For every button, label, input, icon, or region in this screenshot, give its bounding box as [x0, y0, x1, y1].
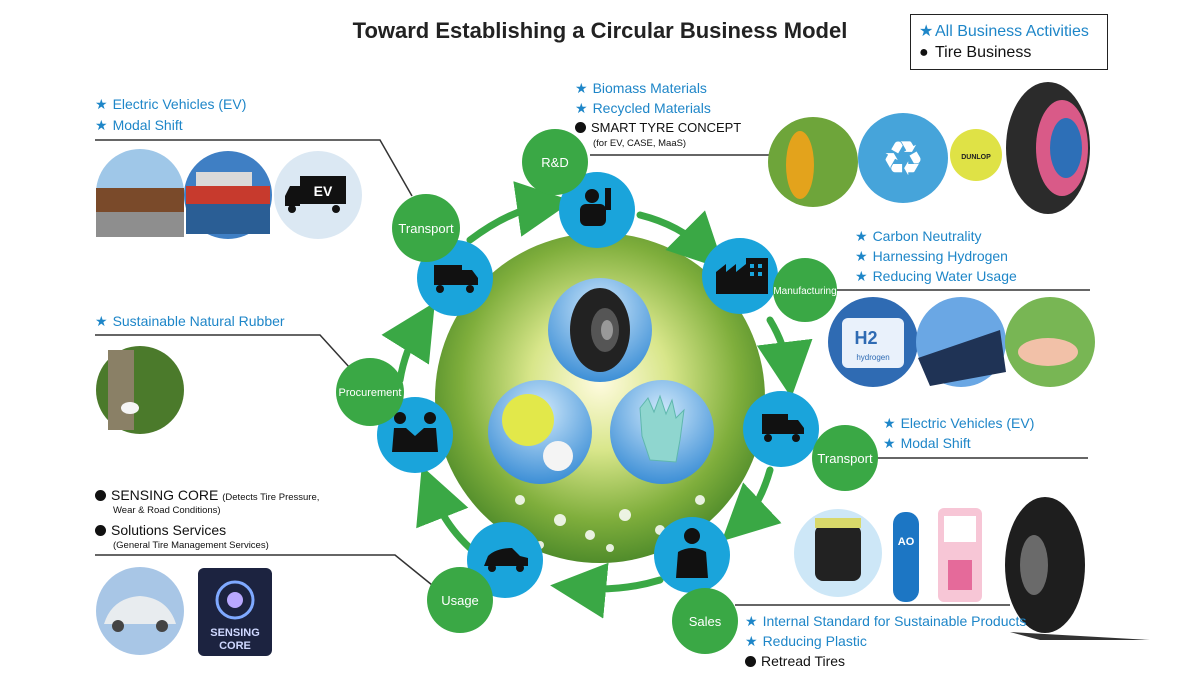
freight-train-photo — [96, 149, 184, 237]
rd-note-smart-tyre-detail: (for EV, CASE, MaaS) — [593, 138, 687, 149]
star-icon: ★ — [745, 613, 758, 629]
dot-icon — [95, 525, 106, 536]
manufacturing-note-carbon: ★Carbon Neutrality — [855, 228, 982, 244]
svg-text:♻: ♻ — [881, 131, 924, 187]
svg-text:H2: H2 — [854, 328, 877, 348]
usage-note-sensing-core: SENSING CORE (Detects Tire Pressure, — [95, 487, 319, 503]
dot-icon — [575, 122, 586, 133]
star-icon: ★ — [95, 96, 108, 112]
star-icon: ★ — [855, 248, 868, 264]
procurement-note-rubber: ★Sustainable Natural Rubber — [95, 313, 285, 329]
usage-icon-circle — [467, 522, 543, 598]
rd-icon-circle — [559, 172, 635, 248]
star-icon: ★ — [95, 117, 108, 133]
star-icon: ★ — [745, 633, 758, 649]
rd-note-smart-tyre: SMART TYRE CONCEPT — [575, 120, 741, 135]
transport-right-label-circle — [812, 425, 878, 491]
sales-label-circle — [672, 588, 738, 654]
usage-note-solutions: Solutions Services — [95, 522, 226, 538]
usage-note-solutions-detail: (General Tire Management Services) — [113, 540, 269, 551]
star-icon: ★ — [575, 80, 588, 96]
transport-right-icon-circle — [743, 391, 819, 467]
legend: ★All Business Activities ●Tire Business — [910, 14, 1108, 70]
corn-photo — [768, 117, 858, 207]
svg-text:hydrogen: hydrogen — [856, 353, 889, 362]
solar-panel-photo — [916, 297, 1006, 387]
future-car-photo — [96, 567, 184, 655]
transport-right-note-modal: ★Modal Shift — [883, 435, 971, 451]
tennis-tube-photo: AO — [893, 512, 919, 602]
rd-note-biomass: ★Biomass Materials — [575, 80, 707, 96]
transport-left-note-ev: ★Electric Vehicles (EV) — [95, 96, 247, 112]
transport-right-note-ev: ★Electric Vehicles (EV) — [883, 415, 1035, 431]
tire-product — [548, 278, 652, 382]
transport-left-note-modal: ★Modal Shift — [95, 117, 183, 133]
large-tire-photo — [1005, 497, 1150, 640]
cycle-arrows — [381, 181, 813, 619]
svg-text:AO: AO — [898, 536, 915, 548]
sales-note-internal-standard: ★Internal Standard for Sustainable Produ… — [745, 613, 1027, 629]
leader-lines — [95, 139, 1090, 606]
svg-text:SENSING: SENSING — [210, 627, 260, 639]
legend-tire-business: ●Tire Business — [919, 44, 1032, 61]
sales-note-plastic: ★Reducing Plastic — [745, 633, 867, 649]
recycle-symbol-photo: ♻ — [858, 113, 948, 203]
sales-note-retread: Retread Tires — [745, 653, 845, 669]
rd-note-recycled: ★Recycled Materials — [575, 100, 711, 116]
usage-label-circle — [427, 567, 493, 633]
golf-ball-product — [488, 380, 592, 484]
svg-text:DUNLOP: DUNLOP — [961, 154, 991, 161]
stage-label-rd: R&D — [541, 155, 568, 170]
sensing-core-logo: SENSING CORE — [198, 568, 272, 656]
svg-text:EV: EV — [314, 183, 333, 199]
water-hands-photo — [1005, 297, 1095, 387]
usage-note-sensing-core-detail: Wear & Road Conditions) — [113, 505, 221, 516]
star-icon: ★ — [883, 435, 896, 451]
stage-label-procurement: Procurement — [339, 387, 402, 399]
manufacturing-label-circle — [773, 258, 837, 322]
dot-icon: ● — [919, 44, 929, 61]
retread-tires-photo — [794, 509, 882, 597]
manufacturing-note-hydrogen: ★Harnessing Hydrogen — [855, 248, 1008, 264]
stage-label-usage: Usage — [441, 593, 479, 608]
dot-icon — [745, 656, 756, 667]
glove-package-photo — [938, 508, 982, 602]
dot-icon — [95, 490, 106, 501]
star-icon: ★ — [95, 313, 108, 329]
central-field-image — [435, 233, 765, 563]
page-title: Toward Establishing a Circular Business … — [352, 18, 848, 43]
manufacturing-note-water: ★Reducing Water Usage — [855, 268, 1017, 284]
hydrogen-sign-photo: H2 hydrogen — [828, 297, 918, 387]
ev-truck-illustration: EV — [274, 151, 362, 239]
smart-tyre-photo — [1006, 82, 1090, 214]
cargo-ship-photo — [184, 151, 272, 239]
star-icon: ★ — [575, 100, 588, 116]
rd-label-circle — [522, 129, 588, 195]
stage-label-manufacturing: Manufacturing — [773, 286, 836, 297]
procurement-label-circle — [336, 358, 404, 426]
stage-label-transport-left: Transport — [398, 221, 454, 236]
sales-icon-circle — [654, 517, 730, 593]
stage-label-transport-right: Transport — [817, 451, 873, 466]
star-icon: ★ — [855, 228, 868, 244]
manufacturing-icon-circle — [702, 238, 778, 314]
svg-text:CORE: CORE — [219, 640, 251, 652]
star-icon: ★ — [855, 268, 868, 284]
star-icon: ★ — [883, 415, 896, 431]
stage-label-sales: Sales — [689, 614, 722, 629]
tennis-ball-photo: DUNLOP — [950, 129, 1002, 181]
procurement-icon-circle — [377, 397, 453, 473]
rubber-tapping-photo — [96, 346, 184, 434]
glove-product — [610, 380, 714, 484]
legend-all-business: ★All Business Activities — [919, 23, 1089, 40]
transport-left-label-circle — [392, 194, 460, 262]
star-icon: ★ — [919, 23, 934, 40]
